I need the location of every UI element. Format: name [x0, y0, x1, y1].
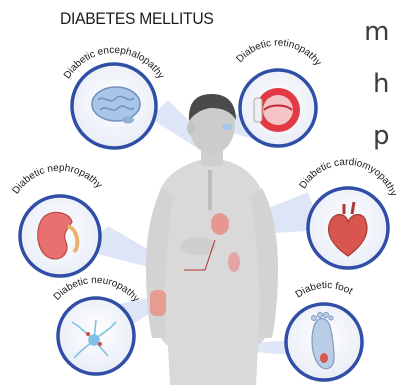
- nephropathy-callout: Diabetic nephropathy: [11, 163, 104, 276]
- encephalopathy-callout: Diabetic encephalopathy: [62, 45, 166, 148]
- foot-callout: Diabetic foot: [286, 280, 362, 380]
- forearm-highlight: [150, 290, 166, 316]
- retinopathy-label: Diabetic retinopathy: [235, 37, 324, 68]
- heart-organ: [211, 213, 229, 235]
- retinopathy-callout: Diabetic retinopathy: [235, 37, 324, 146]
- foot-label: Diabetic foot: [294, 280, 355, 300]
- cardiomyopathy-callout: Diabetic cardiomyopathy: [298, 157, 396, 268]
- kidney-organ: [228, 252, 240, 272]
- ear: [187, 121, 195, 135]
- eye-glow: [222, 124, 232, 130]
- neuropathy-callout: Diabetic neuropathy: [52, 275, 142, 374]
- nephropathy-label: Diabetic nephropathy: [11, 163, 104, 197]
